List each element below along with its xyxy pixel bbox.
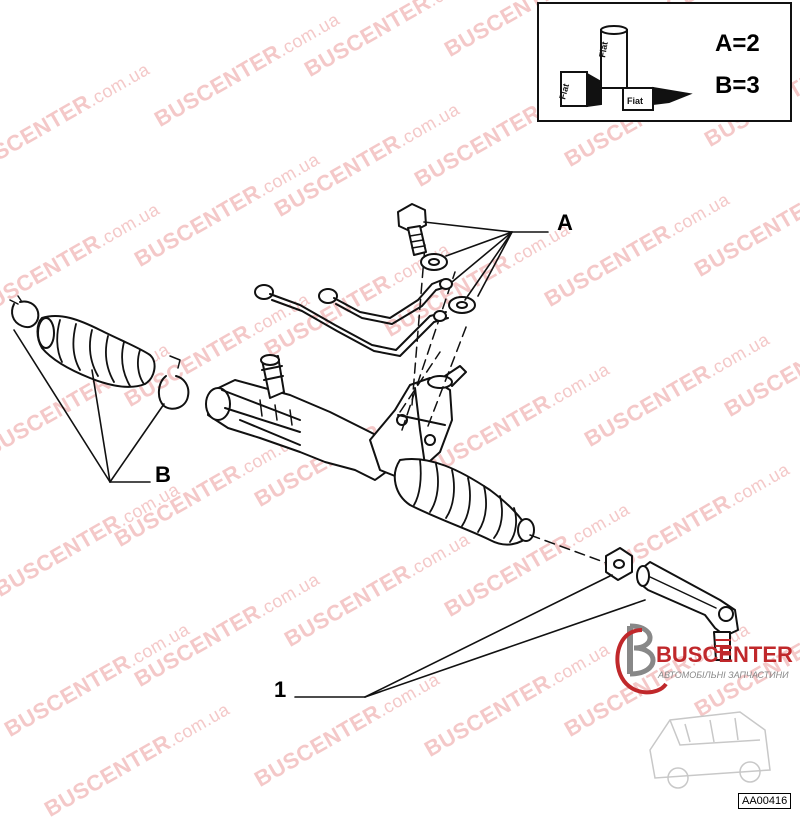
valve-body <box>369 365 467 479</box>
leader-lines-b <box>13 329 165 483</box>
tie-rod-thread <box>715 639 731 653</box>
washer-top <box>420 253 448 271</box>
boot-kit-left <box>9 295 190 410</box>
buscenter-logo: BUSCENTER АВТОМОБІЛЬНІ ЗАПЧАСТИНИ <box>612 620 793 700</box>
steering-rack-housing <box>205 354 401 481</box>
kit-quantity-box: Fiat Fiat Fiat A=2 B=3 <box>537 2 792 122</box>
logo-brand-name: BUSCENTER <box>656 642 793 667</box>
kit-quantity-a: A=2 <box>715 30 760 57</box>
logo-tagline: АВТОМОБІЛЬНІ ЗАПЧАСТИНИ <box>658 670 789 680</box>
hydraulic-pipes <box>254 278 453 357</box>
kit-label-1: Fiat <box>597 41 610 59</box>
kit-label-2: Fiat <box>557 82 571 100</box>
callout-1: 1 <box>274 677 287 702</box>
kit-quantity-b: B=3 <box>715 72 760 99</box>
rack-boot-right <box>393 458 535 546</box>
logo-mark-icon <box>615 623 668 695</box>
logo-van-icon <box>649 711 771 789</box>
reference-code: AA00416 <box>738 793 792 809</box>
leader-lines-1 <box>294 574 646 698</box>
leader-lines-a <box>423 221 549 301</box>
assembly-lines <box>399 244 613 566</box>
banjo-bolt <box>397 203 427 256</box>
kit-label-3: Fiat <box>627 96 643 106</box>
callout-a: A <box>557 210 573 235</box>
callout-b: B <box>155 462 171 487</box>
fiat-kit-icon: Fiat Fiat Fiat <box>557 25 693 111</box>
washer-bottom <box>448 296 476 314</box>
